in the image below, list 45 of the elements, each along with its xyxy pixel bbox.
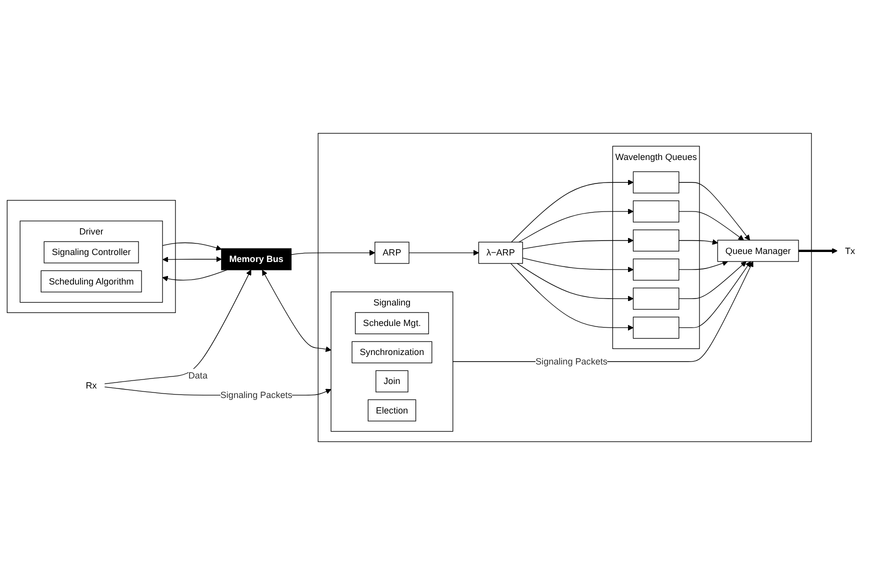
node-bar [632, 316, 680, 339]
node-box: Synchronization [352, 341, 432, 364]
arrow [516, 263, 634, 302]
arrow [408, 250, 479, 256]
arrow [511, 180, 634, 242]
node-box: Signaling Controller [44, 241, 139, 264]
edge-label: Signaling Packets [536, 356, 608, 366]
node-text: Rx [86, 380, 97, 390]
arrow [798, 248, 838, 254]
node-box: Memory Bus [221, 248, 292, 270]
cluster [6, 200, 176, 314]
arrow [510, 263, 634, 331]
edge-label: Signaling Packets [220, 390, 292, 400]
node-bar [632, 288, 680, 310]
node-bar [632, 230, 680, 252]
arrow [678, 261, 751, 328]
arrow [678, 261, 746, 299]
arrow [678, 260, 728, 270]
arrow [522, 238, 634, 250]
arrow [104, 270, 252, 384]
arrow [290, 250, 376, 256]
arrow [678, 239, 718, 245]
node-box: Scheduling Algorithm [40, 270, 142, 292]
cluster: Wavelength Queues [612, 146, 700, 350]
arrow [518, 208, 634, 242]
node-bar [632, 258, 680, 281]
node-box: Join [376, 370, 408, 392]
arrow [162, 256, 222, 262]
arrow [678, 211, 744, 240]
node-box: Election [368, 399, 416, 422]
node-box: Queue Manager [717, 240, 799, 262]
node-box: ARP [374, 242, 410, 264]
arrow [162, 242, 222, 251]
cluster [318, 132, 812, 442]
node-bar [632, 200, 680, 222]
node-bar [632, 171, 680, 194]
arrow [162, 270, 228, 282]
node-box: Schedule Mgt. [354, 312, 429, 334]
arrow [678, 182, 750, 240]
edge-label: Data [188, 370, 208, 380]
arrow [522, 258, 634, 272]
arrow [262, 270, 332, 352]
arrow [452, 261, 754, 362]
node-text: Tx [845, 245, 856, 256]
node-box: λ−ARP [478, 242, 523, 264]
